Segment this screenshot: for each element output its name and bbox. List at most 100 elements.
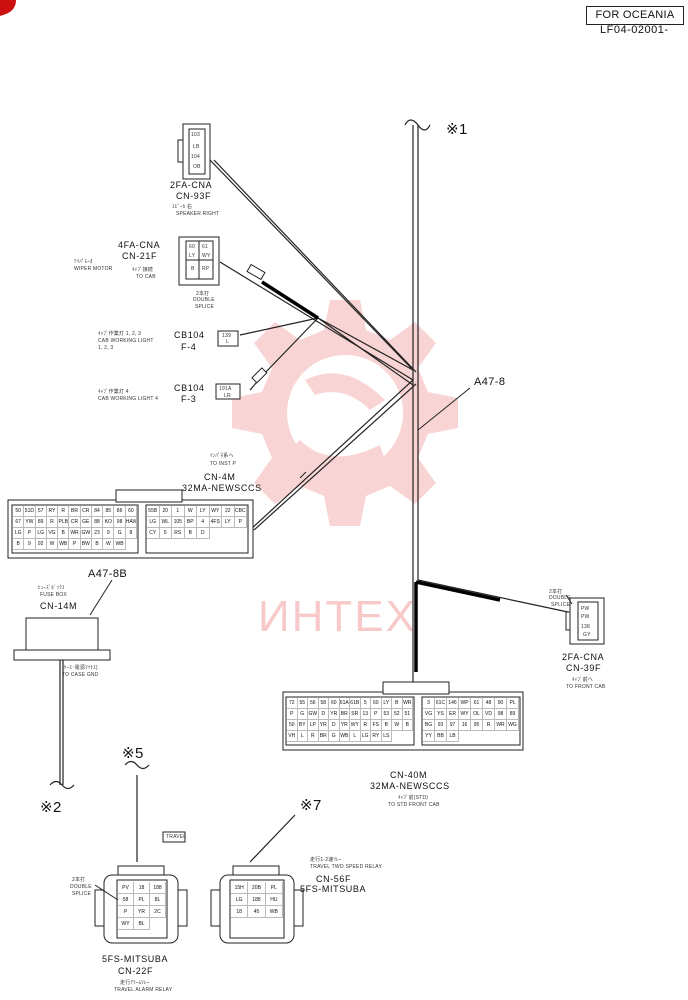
pin-label: 20B: [248, 882, 266, 894]
pin-label: P: [69, 539, 81, 550]
pin-label: 188: [150, 882, 166, 894]
pin-label: 92: [35, 539, 47, 550]
pin-label: YR: [134, 906, 150, 918]
cb104a-desc: CAB WORKING LIGHT: [98, 338, 154, 344]
harness-main-label: A47-8: [474, 376, 506, 388]
pin-label: YR: [329, 709, 340, 720]
pin-label: RY: [371, 731, 382, 742]
pin-label: 20: [159, 506, 172, 517]
pin-label: LG: [35, 528, 47, 539]
pin-label: 1: [172, 506, 185, 517]
pin-label: R: [360, 720, 371, 731]
pin-label: 50: [13, 506, 25, 517]
pin-label: GY: [583, 632, 591, 638]
wiper-connector: [178, 236, 220, 286]
cn39f-line1: DOUBLE: [549, 595, 571, 601]
pin-label: R: [58, 506, 70, 517]
watermark-gear-icon: [232, 300, 458, 526]
pin-label: 23: [91, 528, 104, 539]
pin-label: 9: [24, 539, 36, 550]
pin-label: HAW: [125, 517, 137, 528]
pin-label: 51: [402, 709, 413, 720]
pin-label: 89: [507, 709, 519, 720]
pin-label: B: [58, 528, 70, 539]
pin-label: HU: [265, 894, 283, 906]
pin-label: WB: [58, 539, 70, 550]
mark-7: ※7: [300, 797, 322, 814]
speaker-jp: ｽﾋﾟｰｶ 右: [172, 204, 193, 210]
pin-label: OB: [193, 164, 201, 170]
pin-label: 105: [172, 517, 185, 528]
pin-label: YS: [435, 709, 447, 720]
pin-label: B: [392, 698, 403, 709]
pin-label: 85: [103, 506, 115, 517]
pin-label: 5: [360, 698, 371, 709]
pin-label: 103: [191, 132, 200, 138]
pin-label: 60: [125, 506, 137, 517]
pin-label: BL: [134, 918, 150, 930]
cn22f-jp: 2本打: [72, 877, 86, 883]
pin-label: WR: [495, 720, 507, 731]
fusebox-jp: ﾋｭｰｽﾞﾎﾞｯｸｽ: [38, 585, 65, 591]
cn22f-desc: TRAVEL ALARM RELAY: [114, 987, 173, 993]
pin-label: CR: [69, 517, 81, 528]
splice-jp: 2本打: [196, 291, 210, 297]
cn40m-jp: ｷｬﾌﾞ前(STD): [398, 795, 429, 801]
pin-label: RS: [172, 528, 185, 539]
pin-label: PLB: [58, 517, 70, 528]
pin-label: 52: [392, 709, 403, 720]
pin-label: 8: [125, 528, 137, 539]
pin-label: 48: [483, 698, 495, 709]
pin-label: 45: [248, 906, 266, 918]
pin-label: 95: [471, 720, 483, 731]
cn4m-connector: [7, 489, 254, 559]
pin-label: 60: [371, 698, 382, 709]
pin-label: 61B: [350, 698, 361, 709]
pin-label: PL: [265, 882, 283, 894]
watermark-text: ИНТЕХ: [258, 592, 417, 641]
pin-label: 61: [202, 244, 208, 250]
pin-label: 55B: [147, 506, 160, 517]
pin-label: 5: [159, 528, 172, 539]
pin-label: B: [402, 720, 413, 731]
pin-label: VG: [423, 709, 435, 720]
pin-label: 93: [435, 720, 447, 731]
wiper-side-jp: ｷｬﾌﾞ接続: [132, 267, 154, 273]
pin-label: WB: [114, 539, 126, 550]
pin-label: LP: [308, 720, 319, 731]
pin-label: RY: [46, 506, 59, 517]
pin-label: WG: [507, 720, 519, 731]
corner-logo-icon: [0, 0, 16, 16]
mark-2: ※2: [40, 799, 62, 816]
pin-label: GW: [80, 528, 92, 539]
pin-label: BR: [69, 506, 81, 517]
pin-label: 15H: [231, 882, 249, 894]
pin-label: 53: [381, 709, 392, 720]
pin-label: 61C: [435, 698, 447, 709]
cn22f-jp2: 走行ｱﾗｰﾑﾘﾚｰ: [120, 980, 150, 986]
pin-label: P: [234, 517, 247, 528]
cn56f-desc: TRAVEL TWO SPEED RELAY: [310, 864, 383, 870]
pin-label: 188: [248, 894, 266, 906]
pin-label: P: [287, 709, 298, 720]
pin-label: WY: [350, 720, 361, 731]
pin-label: W: [392, 720, 403, 731]
cn39f-code: 2FA-CNA: [562, 652, 605, 662]
cb104b-code: CB104: [174, 383, 205, 393]
pin-label: G: [329, 731, 340, 742]
cn22f-line1: DOUBLE: [70, 884, 92, 890]
cb104a-code: CB104: [174, 330, 205, 340]
pin-label: 97: [447, 720, 459, 731]
wiper-side-desc: TO CAB: [136, 274, 156, 280]
pin-label: CBC: [234, 506, 247, 517]
pin-label: W: [46, 539, 59, 550]
cb104a-id: F-4: [181, 342, 197, 352]
pin-label: RP: [202, 266, 210, 272]
pin-label: LG: [231, 894, 249, 906]
pin-label: 16: [459, 720, 471, 731]
pin-label: P: [371, 709, 382, 720]
pin-label: BW: [80, 539, 92, 550]
